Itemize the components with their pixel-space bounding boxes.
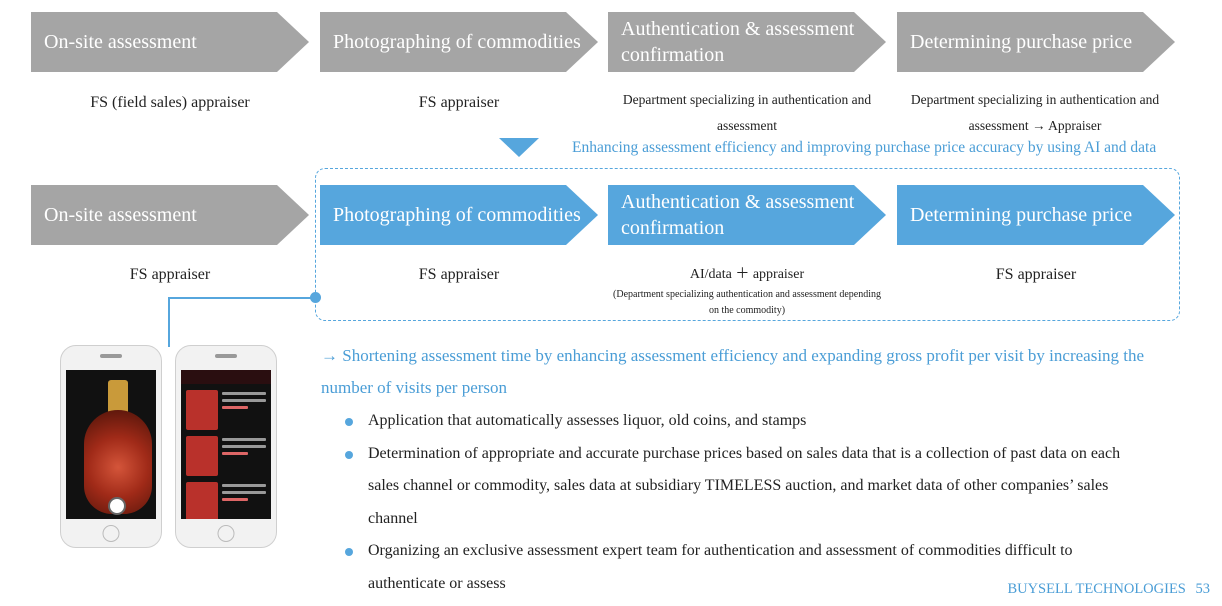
bottle-image [84, 410, 152, 514]
ai-scope-frame [315, 168, 1180, 321]
phone-camera [60, 345, 162, 548]
footer-page: 53 [1195, 581, 1211, 597]
after-who-price: FS appraiser [995, 266, 1077, 283]
phone-speaker [215, 354, 237, 358]
connector-line [168, 297, 312, 347]
result-item [186, 482, 266, 519]
transition-note: Enhancing assessment efficiency and impr… [572, 139, 1157, 156]
results-screen [181, 370, 271, 519]
bullet-item: Organizing an exclusive assessment exper… [343, 535, 1143, 600]
down-arrow-icon [499, 138, 539, 157]
after-who-photographing: FS appraiser [418, 266, 500, 283]
bullet-item: Determination of appropriate and accurat… [343, 438, 1143, 536]
after-step-onsite: On-site assessment [31, 185, 309, 245]
bullet-item: Application that automatically assesses … [343, 405, 1143, 438]
bottle-neck [108, 380, 128, 414]
before-step-authentication: Authentication & assessment confirmation [608, 12, 886, 72]
connector-dot [310, 292, 321, 303]
after-who-authentication: AI/data ＋ appraiser (Department speciali… [608, 263, 886, 319]
before-who-price: Department specializing in authenticatio… [910, 92, 1160, 133]
before-who-onsite: FS (field sales) appraiser [90, 94, 250, 111]
before-who-authentication: Department specializing in authenticatio… [622, 92, 872, 133]
before-step-onsite: On-site assessment [31, 12, 309, 72]
home-button [102, 525, 120, 542]
after-who-authentication-sub: (Department specializing authentication … [613, 289, 881, 316]
summary-text: → Shortening assessment time by enhancin… [321, 346, 1145, 397]
after-who-onsite: FS appraiser [129, 266, 211, 283]
after-step-authentication: Authentication & assessment confirmation [608, 185, 886, 245]
phone-results [175, 345, 277, 548]
bullet-list: Application that automatically assesses … [343, 405, 1143, 600]
after-step-price: Determining purchase price [897, 185, 1175, 245]
phone-speaker [100, 354, 122, 358]
footer: BUYSELL TECHNOLOGIES 53 [1007, 581, 1210, 598]
before-step-price: Determining purchase price [897, 12, 1175, 72]
footer-company: BUYSELL TECHNOLOGIES [1007, 581, 1186, 597]
app-header [181, 370, 271, 384]
shutter-button [108, 497, 126, 515]
after-step-photographing: Photographing of commodities [320, 185, 598, 245]
after-who-authentication-main: AI/data ＋ appraiser [689, 267, 805, 282]
before-who-photographing: FS appraiser [418, 94, 500, 111]
result-item [186, 390, 266, 430]
home-button [217, 525, 235, 542]
camera-screen [66, 370, 156, 519]
result-item [186, 436, 266, 476]
before-step-photographing: Photographing of commodities [320, 12, 598, 72]
